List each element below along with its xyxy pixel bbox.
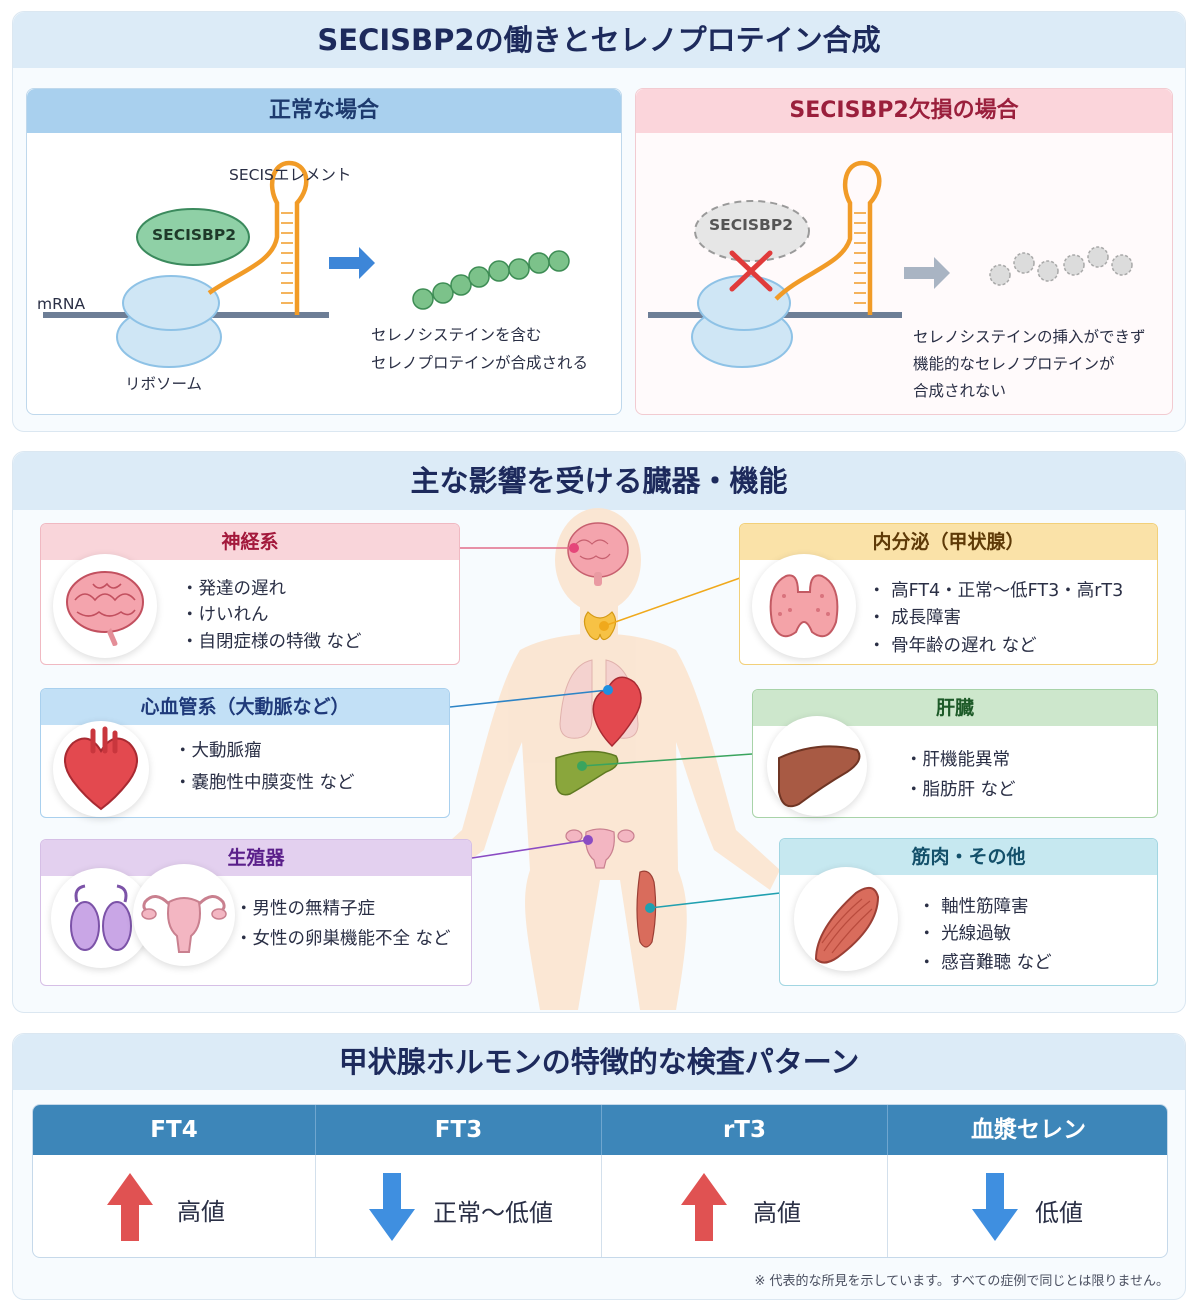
muscle-card: 筋肉・その他 ・ 軸性筋障害 ・ 光線過敏 ・ 感音難聴 など — [779, 838, 1158, 986]
muscle-circle — [794, 867, 898, 971]
testes-circle — [51, 868, 151, 968]
secis-stem-ticks — [854, 212, 866, 304]
endocrine-card: 内分泌（甲状腺） ・ 高FT4・正常〜低FT3・高rT3 ・ 成長障害 ・ 骨年… — [739, 523, 1158, 665]
arrow-down-icon — [369, 1173, 415, 1241]
normal-mechanism-diagram — [43, 160, 570, 368]
secisbp2-protein — [136, 208, 250, 266]
nervous-item-1: ・発達の遅れ — [181, 579, 286, 599]
cross-icon — [729, 250, 773, 292]
testes-icon — [70, 884, 132, 951]
liver-card-title: 肝臓 — [753, 690, 1157, 726]
header-plasma-selenium: 血漿セレン — [887, 1105, 1167, 1155]
normal-result-line2: セレノプロテインが合成される — [371, 354, 589, 372]
muscle-item-3: ・ 感音難聴 など — [918, 953, 1052, 973]
nervous-item-3: ・自閉症様の特徴 など — [181, 632, 362, 652]
uterus-circle — [133, 864, 235, 966]
cardio-card: 心血管系（大動脈など） ・大動脈瘤 ・嚢胞性中膜変性 など — [40, 688, 450, 818]
secis-element-label: SECISエレメント — [229, 166, 352, 184]
secisbp2-label: SECISBP2 — [152, 226, 237, 244]
table-header-row — [33, 1105, 1167, 1155]
endocrine-item-1: ・ 高FT4・正常〜低FT3・高rT3 — [868, 581, 1124, 601]
connector-cardio — [449, 689, 609, 708]
connector-endocrine — [603, 577, 741, 627]
nervous-card: 神経系 ・発達の遅れ ・けいれん ・自閉症様の特徴 など — [40, 523, 460, 665]
col-divider — [315, 1155, 316, 1257]
lab-pattern-table: FT4 FT3 rT3 血漿セレン 高値 正常〜低値 高値 低値 — [32, 1104, 1168, 1258]
nervous-item-2: ・けいれん — [181, 605, 269, 625]
mechanism-section: SECISBP2の働きとセレノプロテイン合成 正常な場合 — [12, 11, 1186, 432]
deficient-result-line3: 合成されない — [913, 382, 1007, 400]
ribosome-small — [122, 275, 220, 331]
ft3-value: 正常〜低値 — [433, 1199, 553, 1227]
footnote: ※ 代表的な所見を示しています。すべての症例で同じとは限りません。 — [754, 1274, 1169, 1289]
col-divider — [887, 1155, 888, 1257]
normal-result-line1: セレノシステインを含む — [371, 326, 542, 344]
deficient-result-line1: セレノシステインの挿入ができず — [913, 328, 1146, 346]
deficient-panel-heading: SECISBP2欠損の場合 — [636, 89, 1172, 133]
brain-icon — [66, 571, 144, 646]
deficient-result-line2: 機能的なセレノプロテインが — [913, 355, 1115, 373]
normal-panel: 正常な場合 SECISエレメント SECISBP2 m — [26, 88, 622, 415]
incomplete-protein — [989, 246, 1133, 286]
organs-title: 主な影響を受ける臓器・機能 — [13, 452, 1185, 510]
repro-card: 生殖器 ・男性の無精子症 ・女性の卵巣機能不全 など — [40, 839, 472, 986]
repro-item-2: ・女性の卵巣機能不全 など — [235, 929, 451, 949]
heart-circle — [53, 721, 149, 817]
selenium-value: 低値 — [1035, 1199, 1083, 1227]
muscle-icon — [814, 886, 880, 964]
liver-card: 肝臓 ・肝機能異常 ・脂肪肝 など — [752, 689, 1158, 818]
thyroid-circle — [752, 554, 856, 658]
brain-icon — [567, 522, 629, 586]
connector-muscle — [649, 892, 781, 909]
arrow-down-icon — [972, 1173, 1018, 1241]
rt3-value: 高値 — [753, 1199, 801, 1227]
thyroid-icon — [769, 574, 839, 638]
muscle-item-2: ・ 光線過敏 — [918, 924, 1012, 944]
mechanism-title: SECISBP2の働きとセレノプロテイン合成 — [13, 12, 1185, 68]
mrna-label: mRNA — [37, 295, 86, 313]
header-ft4: FT4 — [150, 1117, 198, 1143]
heart-icon — [64, 726, 138, 811]
cardio-item-1: ・大動脈瘤 — [174, 741, 262, 761]
repro-item-1: ・男性の無精子症 — [235, 899, 375, 919]
secis-stem-ticks — [281, 212, 293, 304]
liver-circle — [767, 716, 867, 816]
right-arrow-icon — [329, 247, 375, 279]
secis-element — [774, 160, 882, 315]
secisbp2-missing — [694, 200, 810, 262]
selenoprotein-chain — [412, 250, 570, 310]
uterus-icon — [141, 895, 227, 953]
normal-panel-heading: 正常な場合 — [27, 89, 621, 133]
brain-circle — [53, 554, 157, 658]
lab-pattern-title: 甲状腺ホルモンの特徴的な検査パターン — [13, 1034, 1185, 1090]
ribosome-label: リボソーム — [125, 375, 203, 393]
cardio-item-2: ・嚢胞性中膜変性 など — [174, 773, 355, 793]
lab-pattern-section: 甲状腺ホルモンの特徴的な検査パターン FT4 FT3 rT3 血漿セレン 高値 … — [12, 1033, 1186, 1300]
secis-element — [207, 160, 309, 315]
endocrine-item-2: ・ 成長障害 — [868, 608, 962, 628]
secisbp2-missing-label: SECISBP2 — [709, 216, 794, 234]
deficient-panel: SECISBP2欠損の場合 SECISBP2 セレノシステインの挿 — [635, 88, 1173, 415]
connector-repro — [471, 839, 589, 859]
ft4-value: 高値 — [177, 1198, 225, 1226]
col-divider — [601, 1155, 602, 1257]
liver-item-1: ・肝機能異常 — [905, 750, 1010, 770]
arrow-up-icon — [681, 1173, 727, 1241]
connector-liver — [581, 753, 753, 767]
deficient-mechanism-diagram — [648, 160, 1133, 368]
endocrine-item-3: ・ 骨年齢の遅れ など — [868, 636, 1037, 656]
header-ft3: FT3 — [315, 1105, 601, 1155]
muscle-item-1: ・ 軸性筋障害 — [918, 897, 1029, 917]
cardio-card-title: 心血管系（大動脈など） — [41, 689, 449, 725]
right-arrow-icon — [904, 257, 950, 289]
heart-icon — [592, 676, 642, 748]
liver-icon — [555, 750, 619, 796]
liver-icon — [778, 745, 861, 808]
liver-item-2: ・脂肪肝 など — [905, 780, 1016, 800]
uterus-icon — [565, 828, 635, 869]
arrow-up-icon — [107, 1173, 153, 1241]
header-rt3: rT3 — [601, 1105, 887, 1155]
